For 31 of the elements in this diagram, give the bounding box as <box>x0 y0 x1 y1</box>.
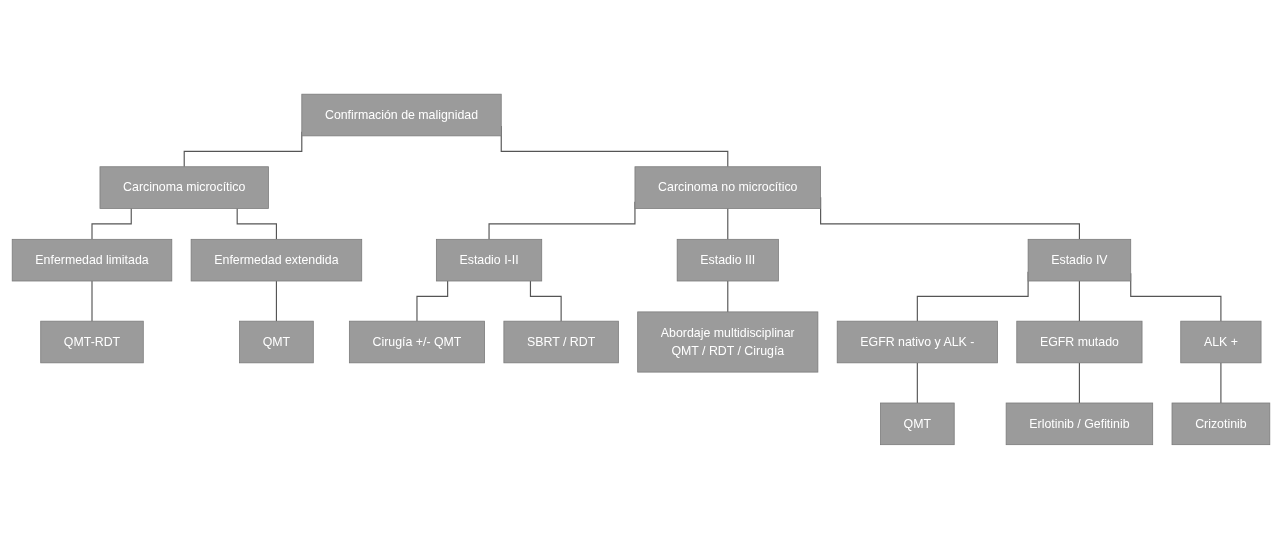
connector <box>91 207 132 240</box>
connector <box>529 280 562 322</box>
connector <box>91 280 93 322</box>
node-box: Carcinoma microcítico <box>99 166 269 209</box>
connector <box>275 280 277 322</box>
node-box: EGFR nativo y ALK - <box>836 320 998 364</box>
node-box: Estadio III <box>676 239 779 282</box>
connector <box>236 207 277 240</box>
node-box: Crizotinib <box>1171 402 1271 446</box>
node-box: Estadio IV <box>1027 239 1132 282</box>
connector <box>727 280 729 313</box>
node-box: QMT <box>239 320 314 364</box>
node-box: Cirugía +/- QMT <box>348 320 485 364</box>
node-box: Enfermedad extendida <box>190 239 363 282</box>
node-box: Abordaje multidisciplinar QMT / RDT / Cirugía <box>637 311 819 373</box>
connector <box>1220 362 1222 404</box>
node-box: Confirmación de malignidad <box>301 93 502 137</box>
node-box: QMT-RDT <box>40 320 144 364</box>
node-box: QMT <box>880 402 955 446</box>
connector <box>1078 362 1080 404</box>
connector <box>1078 280 1080 322</box>
node-box: EGFR mutado <box>1016 320 1143 364</box>
node-box: SBRT / RDT <box>503 320 619 364</box>
connector <box>727 207 729 240</box>
node-box: Enfermedad limitada <box>11 239 173 282</box>
connector <box>416 280 449 322</box>
connector <box>916 362 918 404</box>
node-box: Carcinoma no microcítico <box>634 166 821 209</box>
node-box: Estadio I-II <box>435 239 543 282</box>
node-box: ALK + <box>1180 320 1262 364</box>
node-box: Erlotinib / Gefitinib <box>1005 402 1154 446</box>
